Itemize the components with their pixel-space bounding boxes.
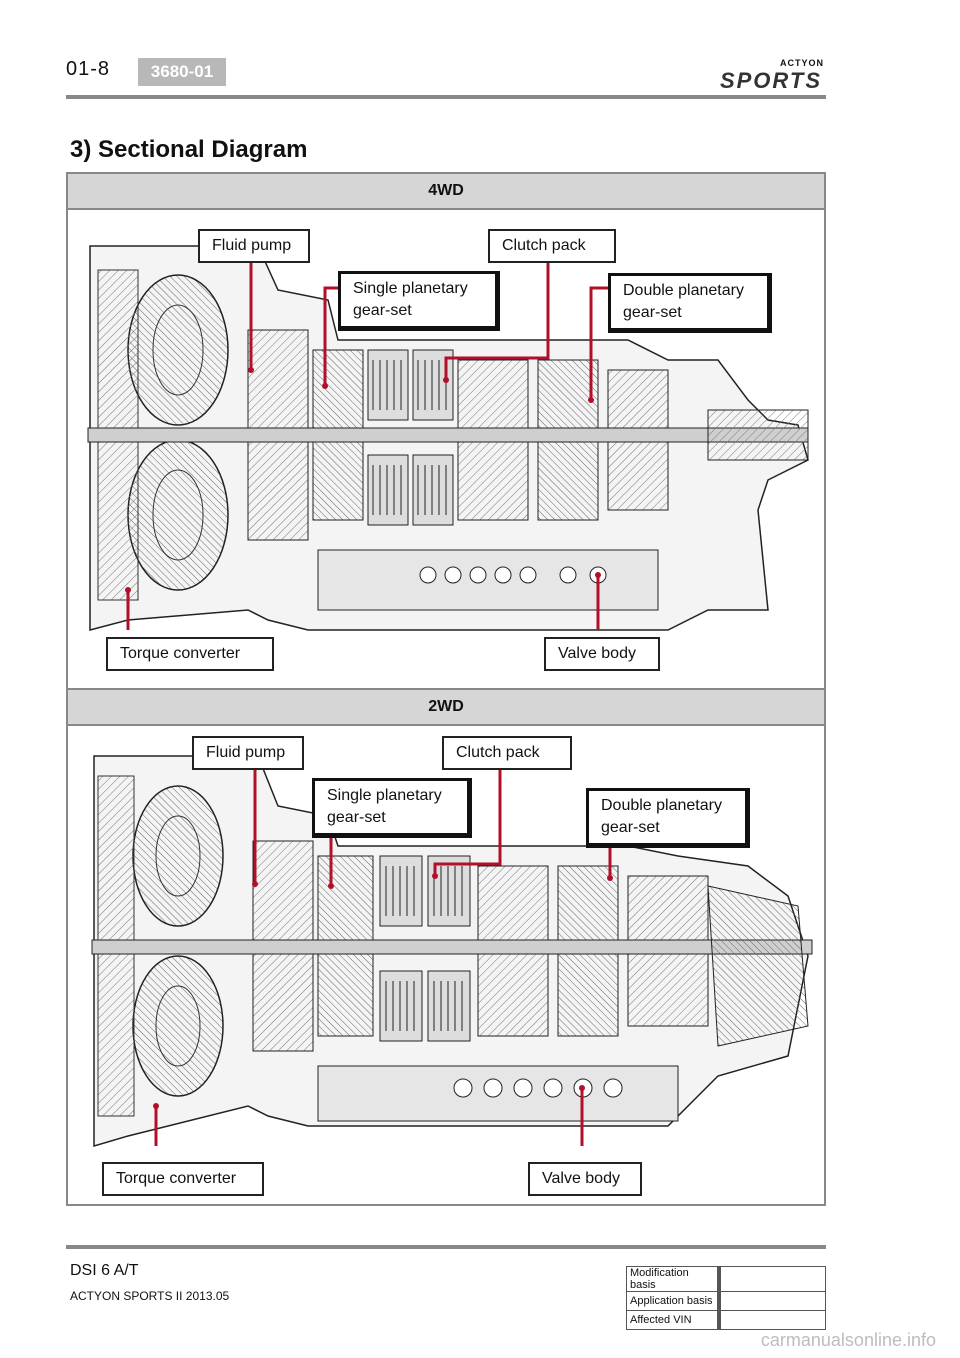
revision-key: Application basis xyxy=(626,1291,721,1311)
revision-key: Affected VIN xyxy=(626,1310,721,1330)
label-fluid-pump-4wd: Fluid pump xyxy=(198,229,310,263)
label-single-planetary-4wd-line2: gear-set xyxy=(353,302,412,319)
revision-value xyxy=(718,1291,826,1311)
footer-vehicle: ACTYON SPORTS II 2013.05 xyxy=(70,1289,230,1303)
label-valve-body-4wd: Valve body xyxy=(544,637,660,671)
footer-model: DSI 6 A/T xyxy=(70,1262,139,1279)
header-divider xyxy=(66,95,826,99)
logo-small-text: ACTYON xyxy=(780,58,824,68)
label-valve-body-2wd: Valve body xyxy=(528,1162,642,1196)
revision-row: Affected VIN xyxy=(626,1310,826,1330)
label-single-planetary-4wd-line1: Single planetary xyxy=(353,280,468,297)
label-double-planetary-2wd-line2: gear-set xyxy=(601,819,660,836)
label-single-planetary-2wd-line2: gear-set xyxy=(327,809,386,826)
label-clutch-pack-4wd: Clutch pack xyxy=(488,229,616,263)
label-single-planetary-4wd: Single planetary gear-set xyxy=(338,271,500,331)
revision-row: Modification basis xyxy=(626,1266,826,1292)
label-double-planetary-4wd-line1: Double planetary xyxy=(623,282,744,299)
transmission-drawing-2wd xyxy=(91,755,813,1148)
watermark: carmanualsonline.info xyxy=(760,1330,936,1350)
actyon-sports-logo: ACTYON SPORTS xyxy=(712,58,824,94)
label-double-planetary-2wd-line1: Double planetary xyxy=(601,797,722,814)
label-single-planetary-2wd-line1: Single planetary xyxy=(327,787,442,804)
section-code-badge: 3680-01 xyxy=(138,58,226,86)
label-double-planetary-4wd-line2: gear-set xyxy=(623,304,682,321)
panel-title-4wd: 4WD xyxy=(68,174,824,210)
revision-row: Application basis xyxy=(626,1291,826,1311)
section-title: 3) Sectional Diagram xyxy=(70,136,308,163)
label-fluid-pump-2wd: Fluid pump xyxy=(192,736,304,770)
label-double-planetary-2wd: Double planetary gear-set xyxy=(586,788,750,848)
footer-divider xyxy=(66,1245,826,1249)
revision-key: Modification basis xyxy=(626,1266,721,1292)
diagram-frame: 4WD xyxy=(66,172,826,1206)
label-torque-converter-2wd: Torque converter xyxy=(102,1162,264,1196)
label-single-planetary-2wd: Single planetary gear-set xyxy=(312,778,472,838)
logo-big-text: SPORTS xyxy=(719,68,822,93)
revision-value xyxy=(718,1310,826,1330)
label-double-planetary-4wd: Double planetary gear-set xyxy=(608,273,772,333)
revision-value xyxy=(718,1266,826,1292)
diagram-4wd: Fluid pump Clutch pack Single planetary … xyxy=(68,210,824,688)
diagram-2wd: Fluid pump Clutch pack Single planetary … xyxy=(68,726,824,1204)
revision-table: Modification basis Application basis Aff… xyxy=(626,1266,826,1330)
page-number: 01-8 xyxy=(66,58,111,80)
label-torque-converter-4wd: Torque converter xyxy=(106,637,274,671)
panel-title-2wd: 2WD xyxy=(68,688,824,726)
label-clutch-pack-2wd: Clutch pack xyxy=(442,736,572,770)
transmission-drawing-4wd xyxy=(87,245,809,631)
